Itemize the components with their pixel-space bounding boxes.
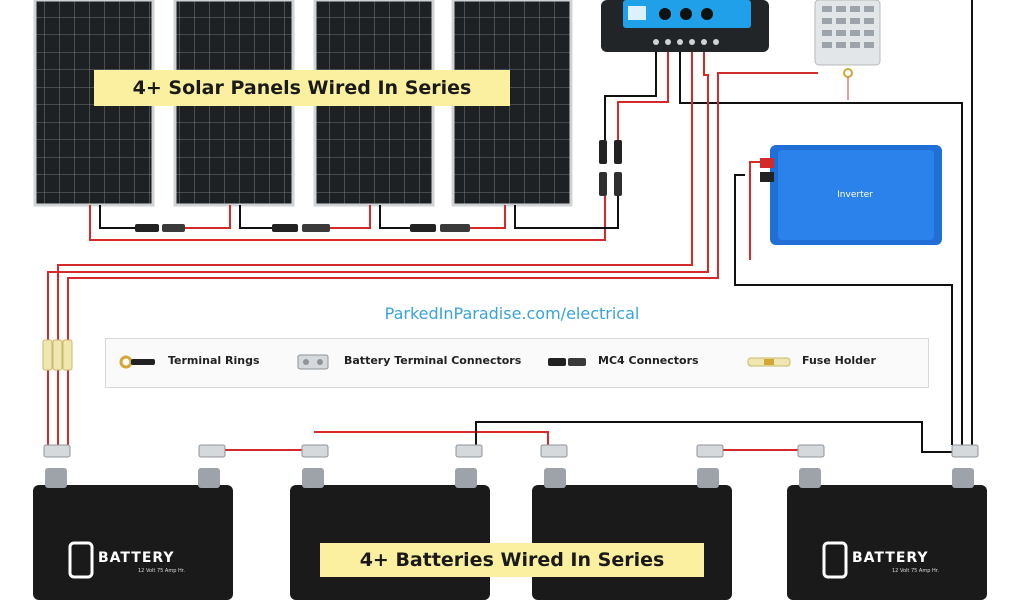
battery-brand-label: BATTERY [852,550,929,566]
battery [787,468,987,600]
battery-spec-label: 12 Volt 75 Amp Hr. [138,568,185,574]
terminal-ring-icon [119,355,155,369]
batteries-title: 4+ Batteries Wired In Series [320,543,704,577]
panel-series-wires [99,205,506,229]
inverter-label: Inverter [837,190,873,200]
terminal-connector [696,444,724,458]
fuse-holder [62,339,73,371]
terminal-connector [301,444,329,458]
battery-brand-label: BATTERY [98,550,175,566]
mc4-connector [599,140,607,164]
legend-fuse-holder-label: Fuse Holder [802,354,876,367]
legend: Terminal Rings Battery Terminal Connecto… [105,338,929,388]
legend-terminal-rings-label: Terminal Rings [168,354,260,367]
terminal-connector [540,444,568,458]
terminal-ring [843,68,853,78]
battery-spec-label: 12 Volt 75 Amp Hr. [892,568,939,574]
mc4-connector [135,224,159,232]
fuse-holder [42,339,53,371]
battery-terminal-connector-icon [297,354,329,370]
array-output-wires [89,52,669,241]
inline-fuse-holders [42,339,73,371]
mc4-connector [614,172,622,196]
battery-bank [33,468,987,600]
terminal-connector [951,444,979,458]
terminal-connector [797,444,825,458]
legend-battery-terminal-connectors-label: Battery Terminal Connectors [344,354,522,367]
array-mc4-connectors [599,140,622,196]
inverter [760,145,942,245]
mc4-connector-icon [548,358,586,366]
battery [532,468,732,600]
battery [290,468,490,600]
fuse-block [814,0,881,100]
mc4-connector [272,224,298,232]
mc4-connector [440,224,470,232]
fuse-holder [52,339,63,371]
battery-interconnect-wires [213,421,962,453]
solar-panels-title: 4+ Solar Panels Wired In Series [94,70,510,106]
battery-terminal-connectors [43,444,979,458]
mc4-connector-pairs [135,224,470,232]
battery [33,468,233,600]
website-link[interactable]: ParkedInParadise.com/electrical [384,304,640,323]
fuse-holder-icon [747,357,791,367]
legend-mc4-connectors-label: MC4 Connectors [598,354,699,367]
mc4-connector [162,224,185,232]
mc4-connector [410,224,436,232]
charge-controller [601,0,769,52]
mc4-connector [599,172,607,196]
mc4-connector [614,140,622,164]
mc4-connector [302,224,330,232]
terminal-connector [198,444,226,458]
terminal-connector [43,444,71,458]
terminal-connector [455,444,483,458]
